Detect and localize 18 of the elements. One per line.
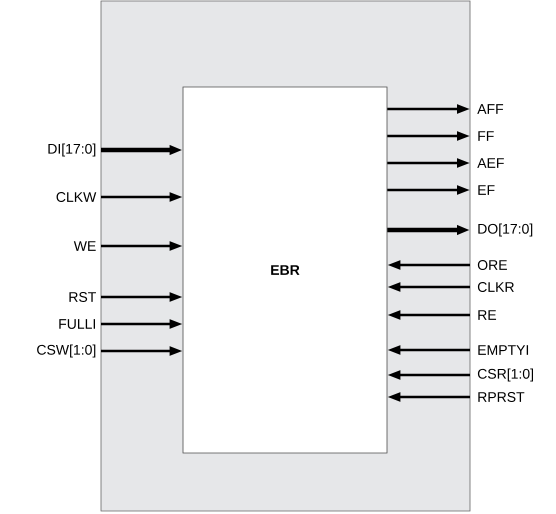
block-box: EBR <box>182 86 388 454</box>
signal-label: FULLI <box>59 319 95 329</box>
signal-label: ORE <box>478 260 507 270</box>
signal-label: FF <box>478 131 494 141</box>
signal-label: DI[17:0] <box>48 143 96 157</box>
signal-label: CLKR <box>478 282 514 292</box>
signal-label: RPRST <box>478 392 524 402</box>
signal-label: AFF <box>477 104 504 114</box>
signal-label: EMPTYI <box>478 345 528 355</box>
signal-label: WE <box>74 241 96 251</box>
signal-label: AEF <box>477 158 504 168</box>
signal-label: CLKW <box>56 192 96 202</box>
signal-label: DO[17:0] <box>478 223 532 237</box>
signal-label: CSR[1:0] <box>478 368 533 382</box>
signal-label: RST <box>69 292 96 302</box>
signal-label: RE <box>478 310 496 320</box>
signal-label: EF <box>478 185 495 195</box>
signal-label: CSW[1:0] <box>37 344 96 358</box>
